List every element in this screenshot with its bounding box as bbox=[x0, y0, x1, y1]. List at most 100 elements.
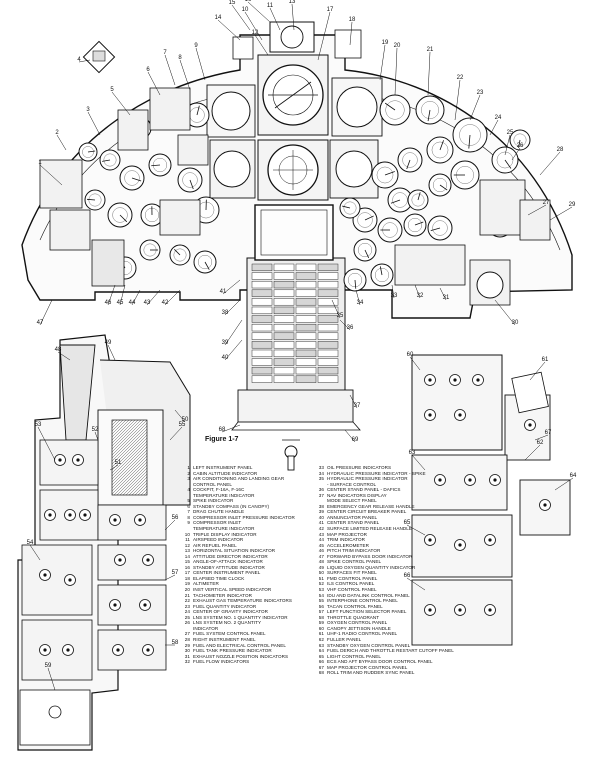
callout-number: 67 bbox=[545, 430, 552, 436]
legend-label: CENTER OF GRAVITY INDICATOR bbox=[193, 609, 269, 615]
gauge-needle bbox=[439, 140, 444, 151]
gauge-inner-ring bbox=[407, 217, 423, 233]
annunciator-light bbox=[273, 298, 295, 306]
callout-number: 9 bbox=[194, 43, 198, 49]
gauge-inner-ring bbox=[421, 101, 439, 119]
callout-28: 28 bbox=[539, 147, 564, 176]
legend-number: 27 bbox=[184, 631, 190, 637]
callout-number: 60 bbox=[407, 352, 414, 358]
legend-number: 7 bbox=[187, 509, 190, 515]
callout-leader-line bbox=[247, 1, 271, 23]
annunciator-panel bbox=[251, 263, 339, 383]
callout-number: 19 bbox=[382, 40, 389, 46]
callout-3: 3 bbox=[86, 107, 101, 136]
knob-center bbox=[118, 558, 122, 562]
legend-number: 37 bbox=[318, 492, 324, 498]
legend-label: FULLER PANEL bbox=[327, 636, 362, 642]
callout-number: 34 bbox=[357, 300, 364, 306]
gauge-needle bbox=[364, 249, 370, 259]
legend-label: FUEL DERICH AND THROTTLE RESTART CUTOFF … bbox=[327, 648, 454, 654]
legend-label: OXYGEN CONTROL PANEL bbox=[327, 620, 388, 626]
legend-number: 54 bbox=[318, 592, 324, 598]
callout-leader-line bbox=[344, 429, 356, 443]
knob-center bbox=[458, 608, 462, 612]
standby-compass bbox=[82, 40, 116, 74]
callout-55: 55 bbox=[169, 422, 186, 441]
annunciator-light bbox=[251, 332, 273, 340]
callout-1: 1 bbox=[38, 160, 63, 186]
gauge-inner-ring bbox=[402, 152, 418, 168]
annunciator-light bbox=[317, 315, 339, 323]
callout-leader-line bbox=[39, 299, 53, 326]
callout-65: 65 bbox=[404, 520, 426, 536]
legend-label: ALTIMETER bbox=[193, 581, 219, 587]
callout-leader-line bbox=[224, 339, 243, 361]
annunciator-light bbox=[251, 272, 273, 280]
legend-label: INDICATOR bbox=[193, 625, 219, 631]
legend-number: 28 bbox=[184, 636, 190, 642]
knob-center bbox=[68, 578, 72, 582]
callout-leader-line bbox=[331, 299, 341, 319]
callout-number: 50 bbox=[182, 417, 189, 423]
legend-label: FORWARD BYPASS DOOR INDICATOR bbox=[327, 553, 413, 559]
callout-number: 42 bbox=[162, 300, 169, 306]
legend-label: SPIKE INDICATOR bbox=[193, 498, 234, 504]
legend-label: INTERPHONE CONTROL PANEL bbox=[327, 598, 398, 604]
legend-number: 68 bbox=[318, 670, 324, 676]
legend-number: 55 bbox=[318, 598, 324, 604]
callout-number: 22 bbox=[457, 75, 464, 81]
callout-33: 33 bbox=[391, 284, 398, 299]
callout-69: 69 bbox=[344, 429, 359, 443]
gauge-inner-ring bbox=[459, 124, 481, 146]
legend-label: MAP PROJECTOR CONTROL PANEL bbox=[327, 664, 408, 670]
callout-15: 15 bbox=[229, 0, 251, 31]
instrument-gauges bbox=[48, 94, 531, 292]
callout-number: 52 bbox=[92, 427, 99, 433]
annunciator-light bbox=[273, 272, 295, 280]
annunciator-light bbox=[295, 375, 317, 383]
callout-leader-line bbox=[111, 91, 131, 116]
gauge-inner-ring bbox=[197, 254, 213, 270]
legend-number: 65 bbox=[318, 653, 324, 659]
callout-leader-line bbox=[29, 544, 41, 561]
callout-leader-line bbox=[454, 79, 461, 121]
callout-leader-line bbox=[221, 424, 241, 433]
legend-number: 50 bbox=[318, 570, 324, 576]
callout-number: 18 bbox=[349, 17, 356, 23]
knob-center bbox=[453, 378, 457, 382]
legend-number: 3 bbox=[187, 476, 190, 482]
annunciator-light bbox=[251, 349, 273, 358]
legend-item: MODE SELECT PANEL bbox=[314, 498, 464, 504]
callout-66: 66 bbox=[404, 573, 426, 591]
legend-number: 2 bbox=[187, 470, 190, 476]
gauge-needle bbox=[87, 150, 96, 153]
throttle-quadrant bbox=[282, 439, 300, 471]
callout-leader-line bbox=[37, 426, 56, 461]
callout-leader-line bbox=[222, 279, 241, 295]
gauge-needle bbox=[468, 134, 471, 149]
gauge-inner-ring bbox=[173, 248, 187, 262]
callout-leader-line bbox=[147, 71, 161, 96]
callout-leader-line bbox=[349, 21, 353, 46]
callout-number: 7 bbox=[163, 50, 167, 56]
gauge-needle bbox=[119, 214, 128, 223]
callout-16: 16 bbox=[245, 0, 271, 23]
legend-number: 53 bbox=[318, 587, 324, 593]
annunciator-light bbox=[273, 263, 295, 272]
callout-11: 11 bbox=[267, 3, 281, 31]
gauge-needle bbox=[518, 139, 521, 148]
annunciator-light bbox=[251, 366, 273, 375]
